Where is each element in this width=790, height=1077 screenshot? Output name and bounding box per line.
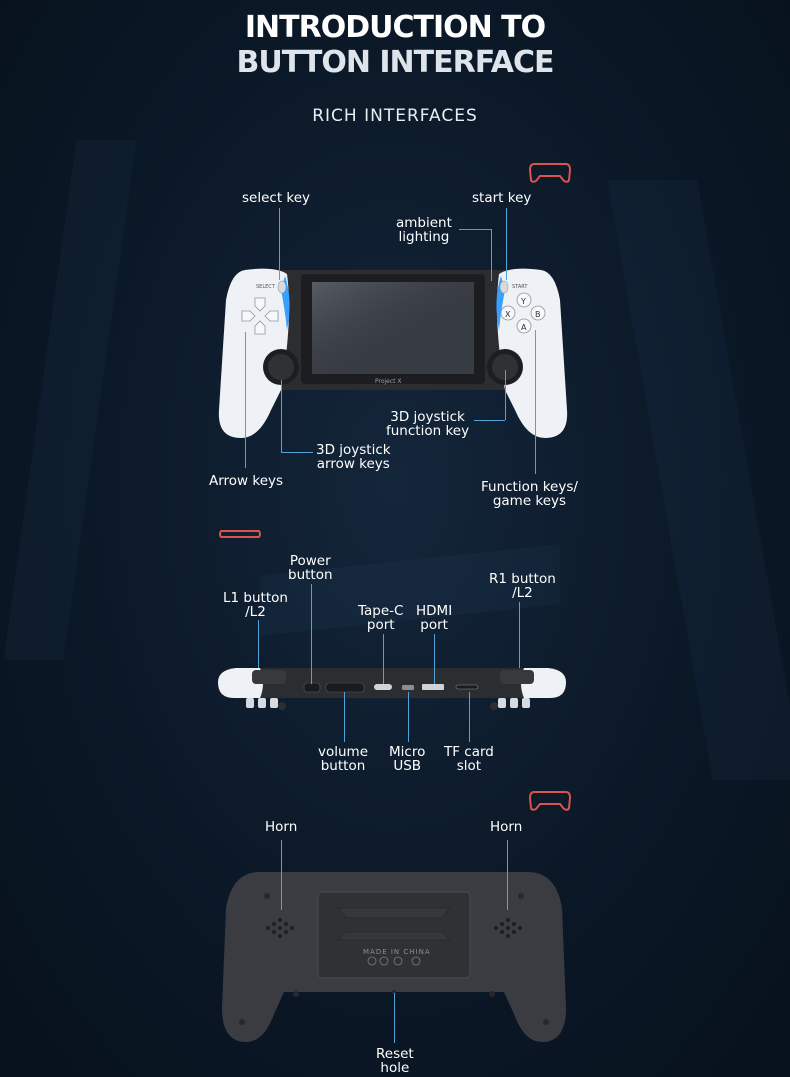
r1-button-leader (519, 602, 520, 668)
joystick-function-line-2: function key (386, 423, 470, 439)
face-button-a: A (521, 323, 527, 332)
joystick-function-leader-v (505, 370, 506, 420)
l1-button-line-2: /L2 (245, 604, 266, 620)
power-button-line-2: button (288, 567, 333, 583)
joystick-arrow-leader-v (281, 380, 282, 452)
hdmi-port-leader (434, 634, 435, 684)
reset-hole-label: Reset hole (376, 1047, 414, 1075)
r1-button-line-2: /L2 (512, 585, 533, 601)
section-subtitle: RICH INTERFACES (312, 106, 478, 126)
tf-card-slot-leader (469, 692, 470, 742)
face-button-b: B (535, 310, 541, 319)
micro-usb-line-1: Micro (389, 744, 426, 760)
joystick-arrow-line-2: arrow keys (316, 456, 390, 472)
arrow-keys-leader (245, 332, 246, 468)
tf-card-slot-line-2: slot (456, 758, 482, 774)
device-screen-text: Project X (375, 378, 402, 385)
l1-button-leader (258, 620, 259, 668)
hdmi-port-line-1: HDMI (416, 603, 453, 619)
reset-hole-leader (394, 993, 395, 1043)
front-view-device (218, 268, 568, 438)
gamepad-outline-icon (528, 163, 572, 183)
ambient-lighting-line-1: ambient (396, 215, 452, 231)
background-texture (3, 140, 137, 660)
reset-hole-line-1: Reset (376, 1046, 414, 1062)
ambient-leader-v (491, 229, 492, 281)
type-c-port-line-1: Tape-C (358, 603, 404, 619)
r1-button-label: R1 button /L2 (489, 572, 556, 600)
l1-button-label: L1 button /L2 (223, 591, 288, 619)
joystick-function-label: 3D joystick function key (386, 410, 469, 438)
type-c-port-leader (383, 634, 384, 684)
start-key-label: start key (472, 190, 532, 206)
micro-usb-line-2: USB (393, 758, 422, 774)
horn-left-label: Horn (265, 819, 298, 835)
gamepad-outline-icon (528, 791, 572, 811)
horn-right-label: Horn (490, 819, 523, 835)
select-key-leader (279, 208, 280, 280)
tf-card-slot-line-1: TF card (444, 744, 494, 760)
micro-usb-leader (408, 692, 409, 742)
background-texture (607, 180, 790, 780)
power-button-label: Power button (288, 554, 333, 582)
reset-hole-line-2: hole (380, 1060, 410, 1076)
ambient-leader-h (459, 229, 491, 230)
joystick-function-line-1: 3D joystick (390, 409, 465, 425)
horn-left-leader (281, 840, 282, 910)
volume-button-leader (344, 692, 345, 742)
top-view-device (218, 668, 566, 710)
power-button-line-1: Power (289, 553, 331, 569)
type-c-port-label: Tape-C port (358, 604, 403, 632)
page-title-line-1: INTRODUCTION TO (244, 10, 546, 45)
face-button-y: Y (521, 297, 526, 306)
page-title-line-2: BUTTON INTERFACE (236, 45, 554, 80)
made-in-china-text: MADE IN CHINA (363, 948, 431, 956)
volume-button-line-2: button (320, 758, 366, 774)
select-key-label: select key (242, 190, 311, 206)
function-keys-line-1: Function keys/ (481, 479, 578, 495)
r1-button-line-1: R1 button (489, 571, 556, 587)
joystick-arrow-line-1: 3D joystick (316, 442, 391, 458)
start-print: START (512, 284, 528, 290)
joystick-function-leader-h (474, 420, 505, 421)
gamepad-outline-icon (219, 530, 261, 538)
ambient-lighting-line-2: lighting (398, 229, 450, 245)
power-button-leader (311, 584, 312, 684)
hdmi-port-label: HDMI port (416, 604, 452, 632)
back-view-device (222, 872, 566, 1042)
l1-button-line-1: L1 button (223, 590, 288, 606)
joystick-arrow-leader-h (281, 452, 313, 453)
joystick-arrow-label: 3D joystick arrow keys (316, 443, 391, 471)
volume-button-label: volume button (318, 745, 368, 773)
arrow-keys-label: Arrow keys (209, 473, 284, 489)
micro-usb-label: Micro USB (389, 745, 425, 773)
start-key-leader (506, 208, 507, 280)
select-print: SELECT (256, 284, 275, 290)
volume-button-line-1: volume (318, 744, 369, 760)
horn-right-leader (507, 840, 508, 910)
function-keys-line-2: game keys (492, 493, 567, 509)
type-c-port-line-2: port (366, 617, 395, 633)
tf-card-slot-label: TF card slot (444, 745, 494, 773)
face-button-x: X (505, 310, 511, 319)
function-keys-label: Function keys/ game keys (481, 480, 578, 508)
function-keys-leader (535, 330, 536, 474)
hdmi-port-line-2: port (420, 617, 448, 633)
ambient-lighting-label: ambient lighting (396, 216, 452, 244)
